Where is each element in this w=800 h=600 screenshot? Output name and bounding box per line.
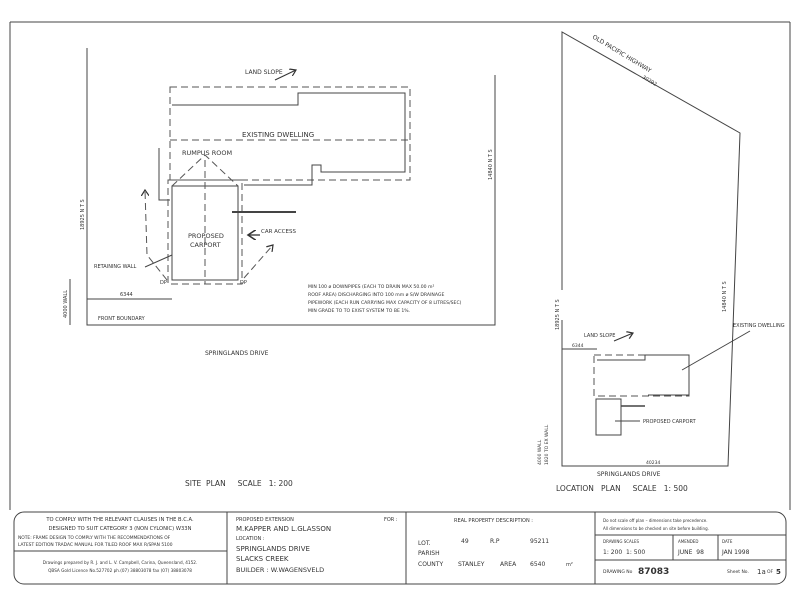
rp-label: R.P <box>490 538 500 545</box>
rumpus-room-label: RUMPUS ROOM <box>182 149 232 157</box>
prepared-by-line: QBSA Gold Licence No.527702 ph.(07) 3880… <box>48 568 192 573</box>
wall-dim: 4000 WALL <box>63 290 69 318</box>
location-bottom-dim: 40234 <box>646 460 660 466</box>
note-line: ROOF AREA) DISCHARGING INTO 100 mm ø S/W… <box>308 292 444 298</box>
project-label: PROPOSED EXTENSION <box>236 517 294 523</box>
location-street-label: SPRINGLANDS DRIVE <box>597 471 661 478</box>
proposed-carport-label-1: PROPOSED <box>188 232 224 240</box>
amended-label: AMENDED <box>678 539 698 544</box>
date-label: DATE <box>722 539 733 544</box>
front-boundary-label: FRONT BOUNDARY <box>98 316 146 322</box>
area-unit: m² <box>566 562 573 568</box>
sheet-total: 5 <box>776 568 781 576</box>
location-land-slope-label: LAND SLOPE <box>584 333 615 339</box>
title-block-frame <box>13 511 787 585</box>
location-setback-dim: 6344 <box>572 343 584 349</box>
location-left-dim: 18925 N T S <box>555 299 561 330</box>
area-label: AREA <box>500 561 517 568</box>
drawing-no-value: 87083 <box>638 567 669 577</box>
client-name: M.KAPPER AND L.GLASSON <box>236 525 331 533</box>
compliance-line: LATEST EDITION TRADAC MANUAL FOR TILED R… <box>18 542 173 548</box>
drawing-no-label: DRAWING No <box>603 569 633 575</box>
downpipe-left-label: DP <box>160 280 167 286</box>
note-line: MIN GRADE TO TO EXIST SYSTEM TO BE 1%. <box>308 308 410 314</box>
compliance-line: TO COMPLY WITH THE RELEVANT CLAUSES IN T… <box>45 517 194 523</box>
carport-gable <box>171 154 239 187</box>
location-label: LOCATION : <box>236 536 265 542</box>
builder: BUILDER : W.WAGENSVELD <box>236 566 324 574</box>
rp-value: 95211 <box>530 538 549 545</box>
location-plan: OLD PACIFIC HIGHWAY 30292 18925 N T S 14… <box>537 31 785 493</box>
parish-label: PARISH <box>418 550 440 557</box>
location-dwelling-outline <box>597 354 690 396</box>
title-block: TO COMPLY WITH THE RELEVANT CLAUSES IN T… <box>13 511 787 585</box>
location-right-dim: 14840 N T S <box>722 281 728 312</box>
sheet-value: 1a <box>757 568 766 576</box>
location-proposed-carport-label: PROPOSED CARPORT <box>643 419 697 425</box>
prepared-by-line: Drawings prepared by R. J. and L. V. Cam… <box>43 560 198 565</box>
location-wall-dim: 4000 WALL <box>537 439 543 465</box>
side-path-arrow-icon <box>145 190 168 281</box>
dwelling-roofline <box>169 86 411 181</box>
retaining-wall-label: RETAINING WALL <box>94 264 136 270</box>
site-plan-title: SITE PLAN SCALE 1: 200 <box>185 479 293 488</box>
compliance-line: DESIGNED TO SUIT CATEGORY 3 (NON CYLONIC… <box>49 526 192 532</box>
scales-value: 1: 200 1: 500 <box>603 549 645 556</box>
location-boundary <box>561 31 741 467</box>
location-carport <box>595 398 622 436</box>
amended-value: JUNE 98 <box>677 549 704 556</box>
county-value: STANLEY <box>458 561 485 568</box>
dwelling-leader <box>681 330 751 371</box>
existing-dwelling-label: EXISTING DWELLING <box>242 131 314 139</box>
site-plan: LAND SLOPE EXISTING DWELLING RUMPUS ROOM… <box>63 48 496 488</box>
location-line-2: SLACKS CREEK <box>236 555 289 563</box>
downpipe-right-label: DP <box>240 280 247 286</box>
lot-value: 49 <box>461 538 469 545</box>
lot-label: LOT. <box>418 540 431 547</box>
note-line: MIN 100 ø DOWNPIPES (EACH TO DRAIN MAX 5… <box>308 284 435 290</box>
existing-dwelling-outline <box>172 92 406 186</box>
land-slope-arrow-icon <box>274 70 296 81</box>
for-label: FOR : <box>384 517 398 523</box>
highway-dim: 30292 <box>641 75 658 88</box>
disclaimer-2: All dimensions to be checked on site bef… <box>603 526 709 531</box>
drainage-notes: MIN 100 ø DOWNPIPES (EACH TO DRAIN MAX 5… <box>308 284 462 314</box>
compliance-line: NOTE: FRAME DESIGN TO COMPLY WITH THE RE… <box>18 535 171 541</box>
left-boundary-dim: 18925 N T S <box>80 199 86 230</box>
right-boundary-dim: 14840 N T S <box>488 149 494 180</box>
proposed-carport-label-2: CARPORT <box>190 241 221 249</box>
sheet-of-label: OF <box>767 569 774 575</box>
location-line-1: SPRINGLANDS DRIVE <box>236 545 310 553</box>
retaining-wall-leader <box>144 254 173 268</box>
site-street-label: SPRINGLANDS DRIVE <box>205 350 269 357</box>
rpd-label: REAL PROPERTY DESCRIPTION : <box>454 518 533 524</box>
location-existing-dwelling-label: EXISTING DWELLING <box>733 323 785 329</box>
location-wall-dim-2: 1820 TO EX WALL <box>544 424 550 465</box>
location-plan-title: LOCATION PLAN SCALE 1: 500 <box>556 484 688 493</box>
land-slope-label: LAND SLOPE <box>245 69 283 76</box>
scales-label: DRAWING SCALES <box>603 539 640 544</box>
date-value: JAN 1998 <box>721 549 750 556</box>
disclaimer-1: Do not scale off plan – dimensions take … <box>603 518 708 523</box>
setback-dim: 6344 <box>120 292 133 298</box>
retaining-wall-line <box>158 148 170 201</box>
site-boundary <box>86 48 496 326</box>
access-path-arrow-icon <box>243 245 273 279</box>
location-dwelling-roofline <box>593 354 690 397</box>
area-value: 6540 <box>530 561 545 568</box>
location-land-slope-arrow-icon <box>613 333 633 342</box>
note-line: PIPEWORK (EACH RUN CARRYING MAX CAPACITY… <box>308 300 462 306</box>
county-label: COUNTY <box>418 561 443 568</box>
car-access-label: CAR ACCESS <box>261 229 296 235</box>
sheet-label: Sheet No. <box>727 569 749 575</box>
